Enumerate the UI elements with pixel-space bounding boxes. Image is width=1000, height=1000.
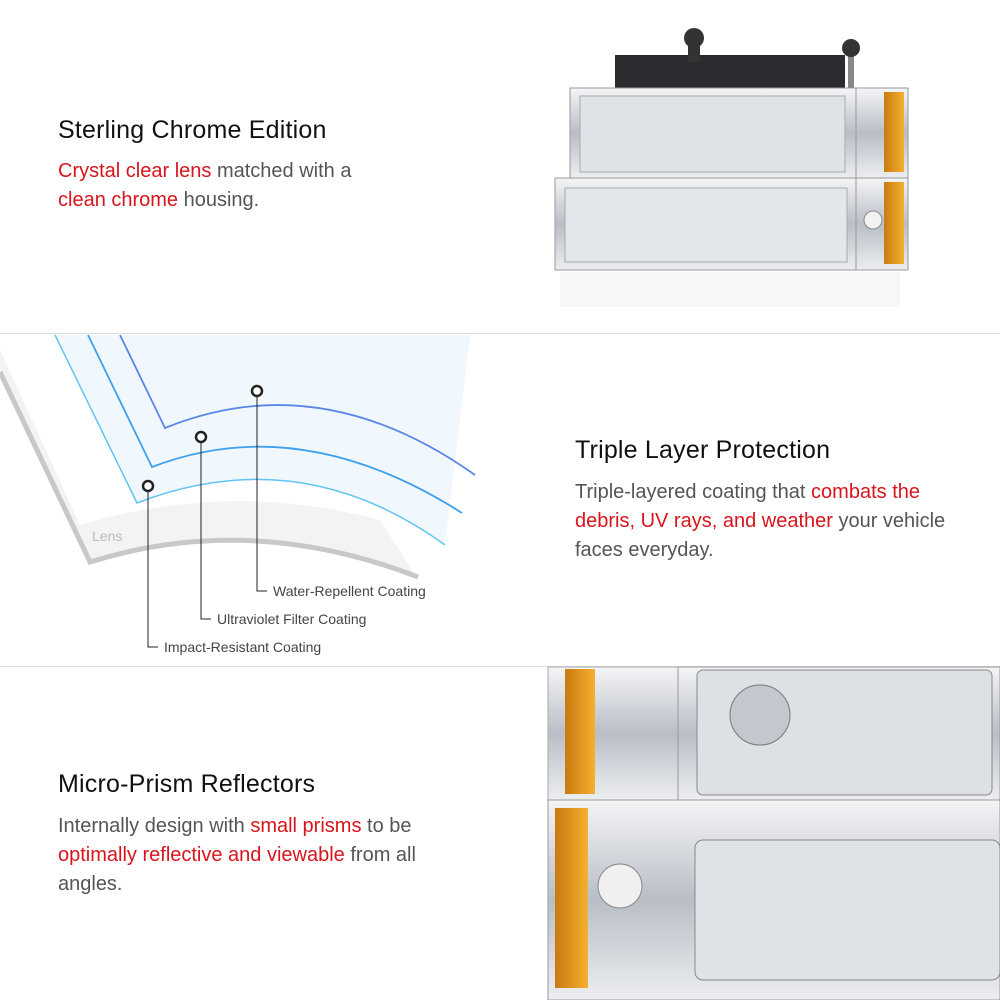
- section-title-micro-prism: Micro-Prism Reflectors: [58, 770, 316, 798]
- body-text: to be: [361, 815, 412, 837]
- section-body-sterling-chrome: Crystal clear lens matched with a clean …: [58, 157, 398, 215]
- body-text: your vehicle faces everyday.: [575, 510, 946, 561]
- callout-lines: [141, 384, 267, 648]
- highlight-text: small prisms: [250, 815, 362, 837]
- section-title-sterling-chrome: Sterling Chrome Edition: [58, 116, 327, 144]
- ultraviolet-filter-coating-label: Ultraviolet Filter Coating: [217, 611, 367, 627]
- headlight-closeup-image: [547, 666, 1000, 1000]
- water-repellent-coating-label: Water-Repellent Coating: [273, 583, 426, 599]
- body-text: matched with a: [211, 160, 352, 182]
- highlight-text: Crystal clear lens: [58, 160, 212, 182]
- headlight-assembly-image: [554, 28, 909, 307]
- lens-label: Lens: [92, 528, 123, 544]
- body-text: housing.: [178, 189, 260, 211]
- coating-layers-diagram: [0, 334, 476, 648]
- highlight-text: optimally reflective and viewable: [58, 844, 345, 866]
- highlight-text: combats the debris, UV rays, and weather: [575, 481, 920, 532]
- section-body-micro-prism: Internally design with small prisms to b…: [58, 812, 428, 899]
- section-body-triple-layer: Triple-layered coating that combats the …: [575, 478, 955, 565]
- impact-resistant-coating-label: Impact-Resistant Coating: [164, 639, 322, 655]
- body-text: Triple-layered coating that: [575, 481, 812, 503]
- section-title-triple-layer: Triple Layer Protection: [575, 436, 831, 464]
- body-text: Internally design with: [58, 815, 251, 837]
- body-text: from all angles.: [58, 844, 416, 895]
- highlight-text: clean chrome: [58, 189, 179, 211]
- section-divider: [0, 666, 1000, 667]
- section-divider: [0, 333, 1000, 334]
